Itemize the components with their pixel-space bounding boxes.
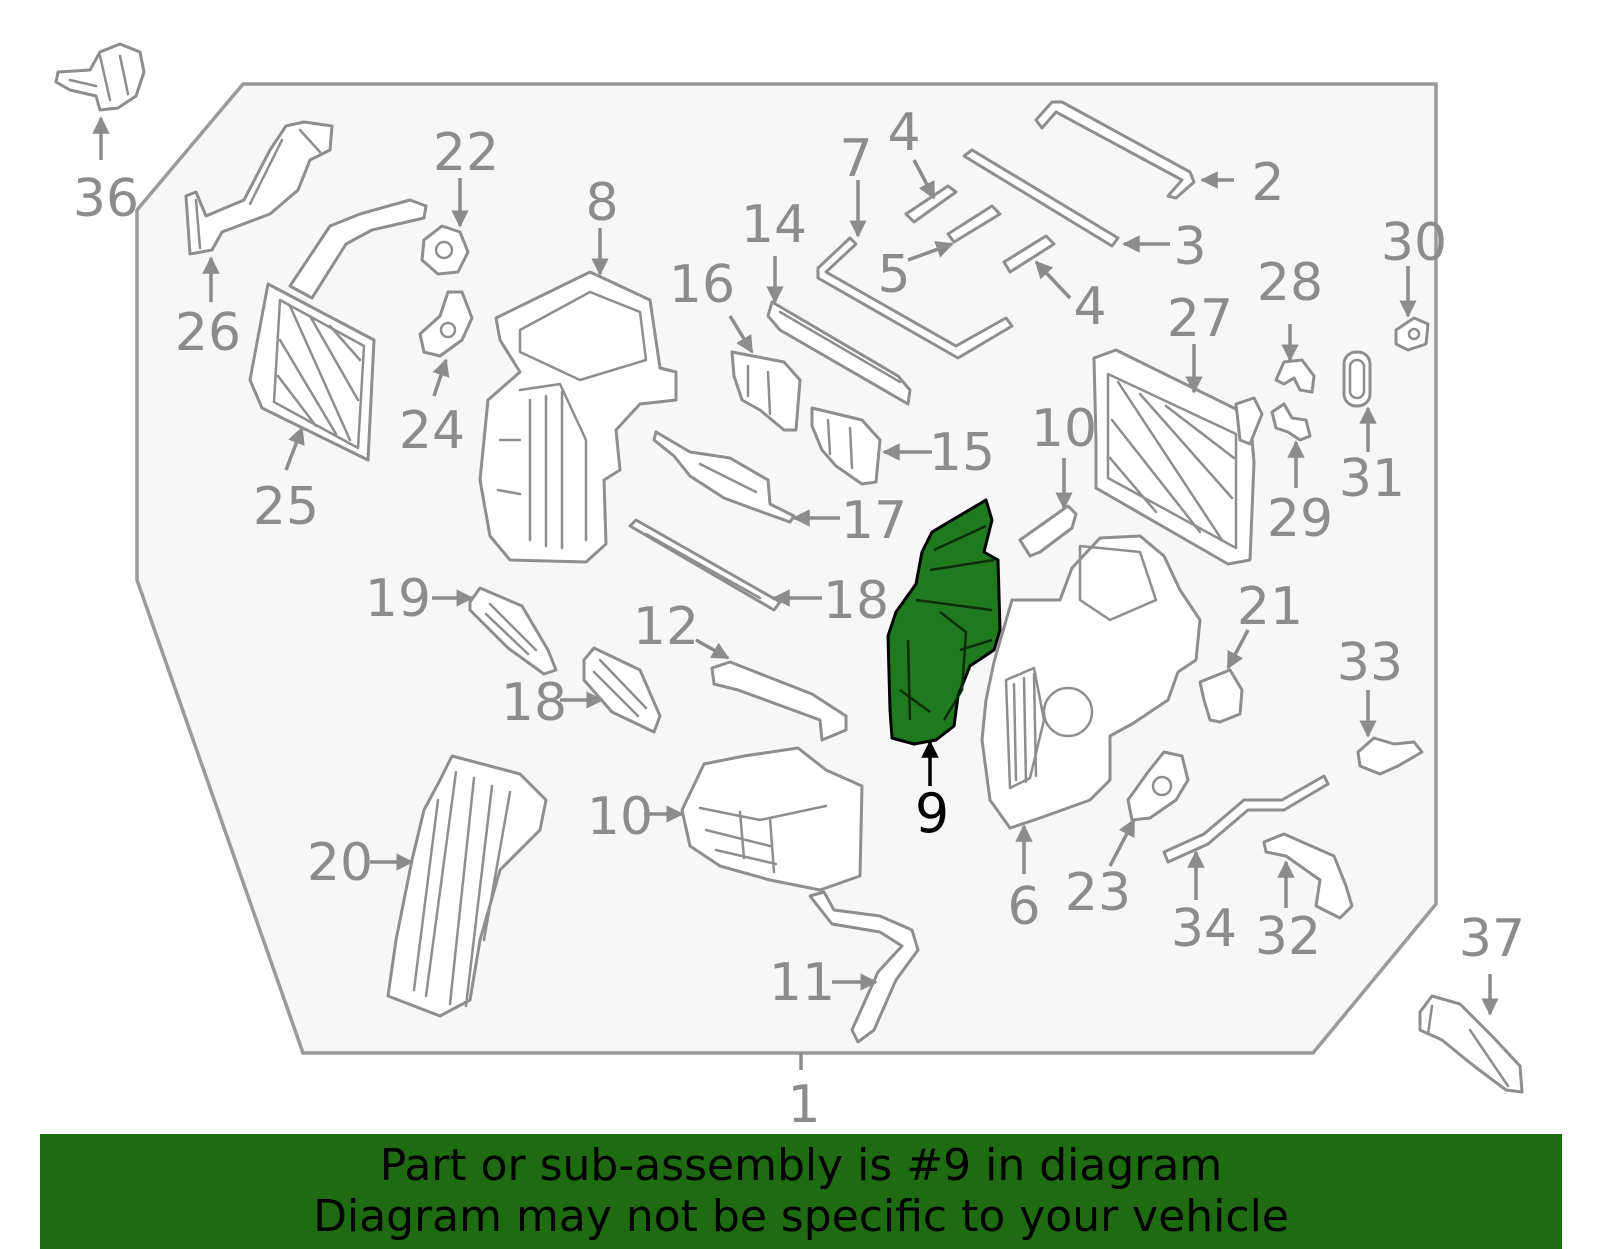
part-28-evaporator[interactable] xyxy=(1092,348,1264,566)
part-27-duct[interactable] xyxy=(184,120,334,256)
part-35-pipe[interactable] xyxy=(1162,774,1330,864)
part-26-heater-core[interactable] xyxy=(248,198,428,462)
part-22-actuator[interactable] xyxy=(1198,668,1244,724)
banner-line-2: Diagram may not be specific to your vehi… xyxy=(313,1191,1289,1242)
part-8-upper-case[interactable] xyxy=(478,270,678,564)
callout-6[interactable]: 7 xyxy=(839,129,872,189)
callout-3[interactable]: 3 xyxy=(1173,217,1206,277)
callout-29[interactable]: 28 xyxy=(1257,253,1323,313)
callout-34[interactable]: 33 xyxy=(1337,633,1403,693)
callout-4a[interactable]: 4 xyxy=(887,103,920,163)
callout-25[interactable]: 24 xyxy=(399,401,465,461)
callout-35[interactable]: 34 xyxy=(1171,899,1237,959)
callout-30[interactable]: 29 xyxy=(1267,489,1333,549)
part-36-duct[interactable] xyxy=(1418,994,1524,1094)
part-2-seal[interactable] xyxy=(1034,100,1196,200)
part-15-door[interactable] xyxy=(810,406,882,486)
part-19-vent[interactable] xyxy=(582,646,662,734)
callout-1[interactable]: 1 xyxy=(787,1075,820,1135)
part-33-bracket[interactable] xyxy=(1262,832,1354,920)
part-37-bracket[interactable] xyxy=(54,42,146,112)
part-16-door[interactable] xyxy=(730,350,802,432)
callout-14[interactable]: 14 xyxy=(741,195,807,255)
callout-33[interactable]: 32 xyxy=(1255,907,1321,967)
part-7-blower-case[interactable] xyxy=(980,534,1202,830)
callout-9-selected[interactable]: 9 xyxy=(915,782,949,845)
part-32-gasket[interactable] xyxy=(1342,350,1372,408)
callout-7[interactable]: 6 xyxy=(1007,877,1040,937)
info-banner: Part or sub-assembly is #9 in diagram Di… xyxy=(40,1134,1562,1249)
callout-22[interactable]: 21 xyxy=(1237,577,1303,637)
callout-20[interactable]: 19 xyxy=(365,569,431,629)
callout-37[interactable]: 36 xyxy=(73,169,139,229)
part-13-bracket[interactable] xyxy=(710,660,848,742)
callout-12[interactable]: 11 xyxy=(769,953,835,1013)
callout-23[interactable]: 22 xyxy=(433,123,499,183)
part-5-pad[interactable] xyxy=(946,204,1002,244)
part-9-selected-case[interactable] xyxy=(886,498,1002,746)
part-34-sensor[interactable] xyxy=(1356,736,1424,776)
callout-18[interactable]: 18 xyxy=(823,571,889,631)
callout-15[interactable]: 15 xyxy=(929,423,995,483)
part-20-vent[interactable] xyxy=(468,586,558,676)
banner-line-1: Part or sub-assembly is #9 in diagram xyxy=(379,1140,1223,1191)
callout-4b[interactable]: 4 xyxy=(1073,277,1106,337)
callout-36[interactable]: 37 xyxy=(1459,909,1525,969)
part-3-seal[interactable] xyxy=(962,148,1120,248)
part-11-lower-case[interactable] xyxy=(680,746,864,892)
callout-10[interactable]: 10 xyxy=(1031,399,1097,459)
callout-27[interactable]: 26 xyxy=(175,303,241,363)
callout-31[interactable]: 30 xyxy=(1381,213,1447,273)
part-4-pad-b[interactable] xyxy=(1002,234,1056,274)
leader-lines xyxy=(92,116,1499,1070)
part-31-grommet[interactable] xyxy=(1394,316,1430,352)
part-25-actuator[interactable] xyxy=(418,290,474,358)
part-14-seal[interactable] xyxy=(766,300,912,406)
callout-8[interactable]: 8 xyxy=(585,173,618,233)
part-6-seal[interactable] xyxy=(816,236,1014,360)
part-12-hose[interactable] xyxy=(808,890,920,1044)
callout-13[interactable]: 12 xyxy=(633,597,699,657)
part-23-actuator[interactable] xyxy=(420,224,470,276)
callout-5[interactable]: 5 xyxy=(877,245,910,305)
callout-24[interactable]: 23 xyxy=(1065,863,1131,923)
part-30-clip[interactable] xyxy=(1270,402,1312,442)
callout-26[interactable]: 25 xyxy=(253,477,319,537)
part-21-duct[interactable] xyxy=(386,754,548,1018)
callout-11[interactable]: 10 xyxy=(587,787,653,847)
callout-16[interactable]: 16 xyxy=(669,255,735,315)
part-17-damper[interactable] xyxy=(652,430,796,524)
callout-32[interactable]: 31 xyxy=(1339,449,1405,509)
callout-2[interactable]: 2 xyxy=(1251,153,1284,213)
callout-21[interactable]: 20 xyxy=(307,833,373,893)
callout-labels: 36 26 22 24 25 8 14 7 4 5 4 2 3 16 15 17… xyxy=(73,103,1525,1135)
callout-28[interactable]: 27 xyxy=(1167,289,1233,349)
callout-19[interactable]: 18 xyxy=(501,673,567,733)
part-24-actuator[interactable] xyxy=(1126,750,1190,822)
callout-17[interactable]: 17 xyxy=(841,491,907,551)
